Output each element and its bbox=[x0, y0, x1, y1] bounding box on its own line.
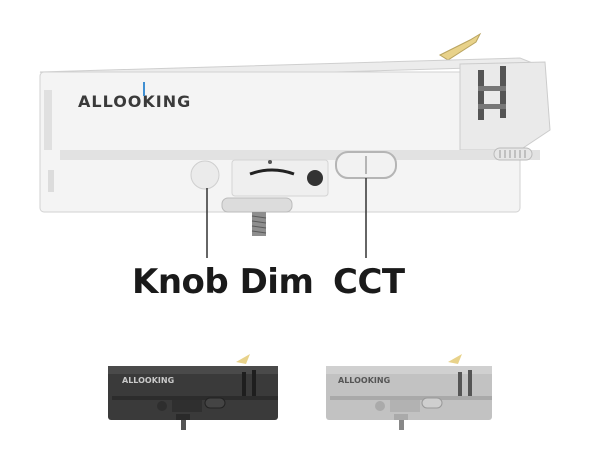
grey-adapter bbox=[326, 354, 492, 430]
knob-dim-control bbox=[190, 160, 220, 190]
black-adapter bbox=[108, 354, 278, 430]
brand-logo-grey-variant: ALLOOKING bbox=[338, 376, 391, 385]
indicator-arc bbox=[249, 168, 295, 176]
brand-logo-black-variant: ALLOOKING bbox=[122, 376, 175, 385]
screw bbox=[268, 160, 272, 164]
sensor-dot bbox=[307, 170, 323, 186]
center-panel bbox=[231, 159, 329, 197]
wire bbox=[438, 32, 482, 61]
brand-logo: ALLOOKING bbox=[78, 92, 192, 111]
contact bbox=[478, 70, 484, 120]
edge-detail bbox=[48, 170, 54, 192]
cct-label: CCT bbox=[333, 262, 405, 302]
contact bbox=[500, 66, 506, 118]
edge-detail bbox=[44, 90, 52, 150]
mount-cap bbox=[221, 197, 293, 213]
contact bbox=[478, 104, 506, 109]
vent-grille bbox=[493, 147, 533, 161]
contact bbox=[478, 86, 506, 91]
brand-accent-mark bbox=[143, 82, 145, 96]
adapter-groove bbox=[60, 150, 540, 160]
knob-dim-label: Knob Dim bbox=[132, 262, 314, 302]
